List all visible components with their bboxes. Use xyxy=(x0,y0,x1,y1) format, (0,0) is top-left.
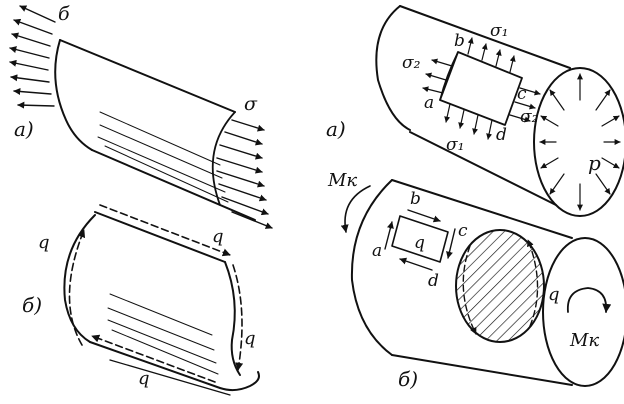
corner-b: b xyxy=(454,31,465,51)
right-stress-arrows xyxy=(216,119,273,229)
right-cylinder-pressure: b c a d σ₁ σ₂ σ₂ σ₁ p а) xyxy=(326,5,624,217)
sigma1-top: σ₁ xyxy=(490,21,508,41)
stress-label-left: б xyxy=(58,3,70,25)
section-q-label: q xyxy=(548,284,560,305)
shear-label-2: q xyxy=(212,226,224,247)
caption-left-b: б) xyxy=(22,293,42,317)
element-stress-arrows xyxy=(422,37,541,140)
corner-c2: c xyxy=(458,221,468,241)
pressure-label: p xyxy=(588,151,601,175)
shear-shading xyxy=(107,293,219,375)
shear-label-1: q xyxy=(38,232,50,253)
corner-a2: a xyxy=(372,241,382,261)
left-shell-shear: q q q q б) xyxy=(22,204,260,396)
stress-label-right: σ xyxy=(244,93,258,115)
left-shell-axial: б σ а) xyxy=(9,3,273,229)
corner-c: c xyxy=(517,84,527,104)
sigma2-right: σ₂ xyxy=(520,107,539,127)
element-shear-arrows xyxy=(384,209,456,271)
caption-right-a: а) xyxy=(326,117,346,141)
shear-label-3: q xyxy=(244,328,256,349)
sigma2-left: σ₂ xyxy=(402,53,421,73)
moment-label-right: Mк xyxy=(569,330,599,351)
shading-lines xyxy=(97,111,229,203)
caption-right-b: б) xyxy=(398,367,418,391)
moment-label-left: Mк xyxy=(327,170,357,191)
hatched-section xyxy=(455,229,545,343)
shear-label-4: q xyxy=(138,368,150,389)
left-stress-arrows xyxy=(9,5,56,109)
corner-d2: d xyxy=(428,271,439,291)
sigma1-bottom: σ₁ xyxy=(446,135,464,155)
corner-d: d xyxy=(496,125,507,145)
caption-left-a: а) xyxy=(14,117,34,141)
corner-a: a xyxy=(424,93,434,113)
right-cylinder-torsion: Mк Mк b c a d q q б) xyxy=(327,170,624,391)
shear-flow-arrows xyxy=(68,204,244,383)
pressure-arrows xyxy=(539,73,621,211)
corner-b2: b xyxy=(410,189,421,209)
inner-q-label: q xyxy=(414,233,425,253)
